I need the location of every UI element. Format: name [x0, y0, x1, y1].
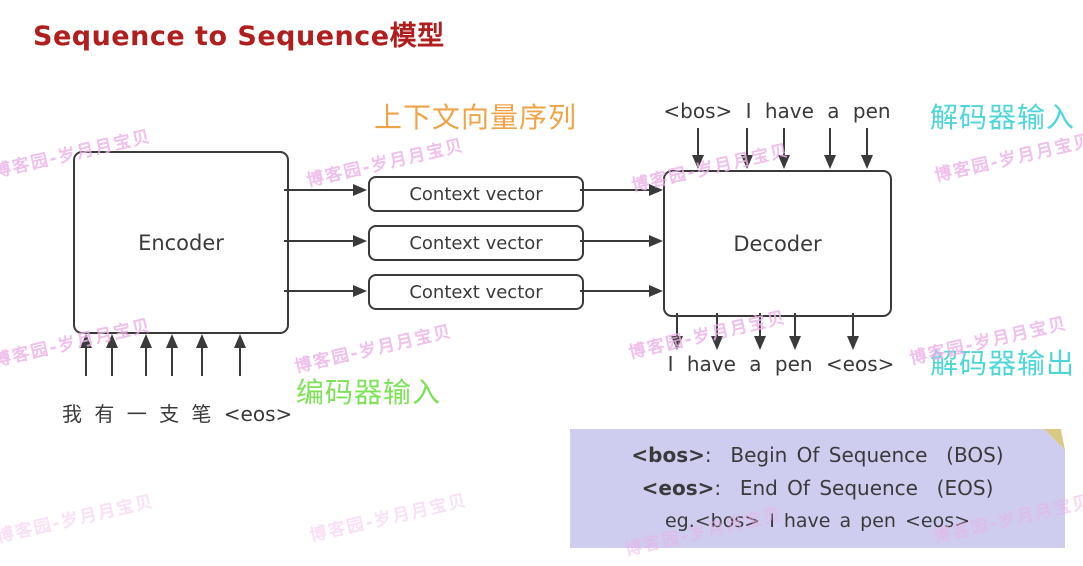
context-vector-label: Context vector [409, 183, 543, 205]
context-vector-box-2: Context vector [368, 225, 584, 261]
arrow-right-icon [580, 234, 663, 248]
arrow-right-icon [284, 284, 367, 298]
arrow-right-icon [284, 234, 367, 248]
arrow-down-icon [710, 313, 724, 350]
arrow-right-icon [284, 183, 367, 197]
arrow-down-icon [670, 313, 684, 350]
label-decoder-input: 解码器输入 [930, 101, 1076, 134]
watermark-text: 博客园-岁月月宝贝 [0, 491, 157, 548]
label-decoder-output: 解码器输出 [930, 347, 1076, 380]
arrow-down-icon [860, 128, 874, 169]
context-vector-label: Context vector [409, 232, 543, 254]
decoder-input-sentence: <bos> I have a pen [663, 99, 891, 123]
decoder-box: Decoder [663, 170, 892, 317]
encoder-label: Encoder [138, 230, 224, 255]
arrow-up-icon [165, 334, 179, 376]
arrow-down-icon [777, 128, 791, 169]
arrow-up-icon [139, 334, 153, 376]
encoder-input-sentence: 我 有 一 支 笔 <eos> [62, 402, 293, 426]
arrow-up-icon [195, 334, 209, 376]
note-line: eg.<bos> I have a pen <eos> [664, 510, 971, 532]
watermark-text: 博客园-岁月月宝贝 [307, 490, 470, 547]
arrow-up-icon [105, 334, 119, 376]
arrow-down-icon [846, 313, 860, 350]
arrow-down-icon [753, 313, 767, 350]
arrow-right-icon [580, 183, 663, 197]
arrow-down-icon [691, 128, 705, 169]
diagram-title: Sequence to Sequence模型 [33, 21, 445, 52]
arrow-right-icon [580, 284, 663, 298]
encoder-box: Encoder [73, 151, 289, 334]
note-box: <bos>: Begin Of Sequence (BOS) <eos>: En… [570, 429, 1065, 548]
arrow-down-icon [823, 128, 837, 169]
context-vector-label: Context vector [409, 281, 543, 303]
decoder-label: Decoder [733, 231, 822, 256]
label-context-vector-sequence: 上下文向量序列 [374, 101, 578, 134]
arrow-down-icon [740, 128, 754, 169]
arrow-up-icon [79, 334, 93, 376]
decoder-output-sentence: I have a pen <eos> [667, 352, 895, 376]
context-vector-box-3: Context vector [368, 274, 584, 310]
label-encoder-input: 编码器输入 [296, 376, 442, 409]
arrow-down-icon [788, 313, 802, 350]
context-vector-box-1: Context vector [368, 176, 584, 212]
watermark-text: 博客园-岁月月宝贝 [292, 321, 455, 378]
note-line: <bos>: Begin Of Sequence (BOS) [631, 443, 1004, 467]
arrow-up-icon [233, 334, 247, 376]
note-line: <eos>: End Of Sequence (EOS) [641, 476, 994, 500]
